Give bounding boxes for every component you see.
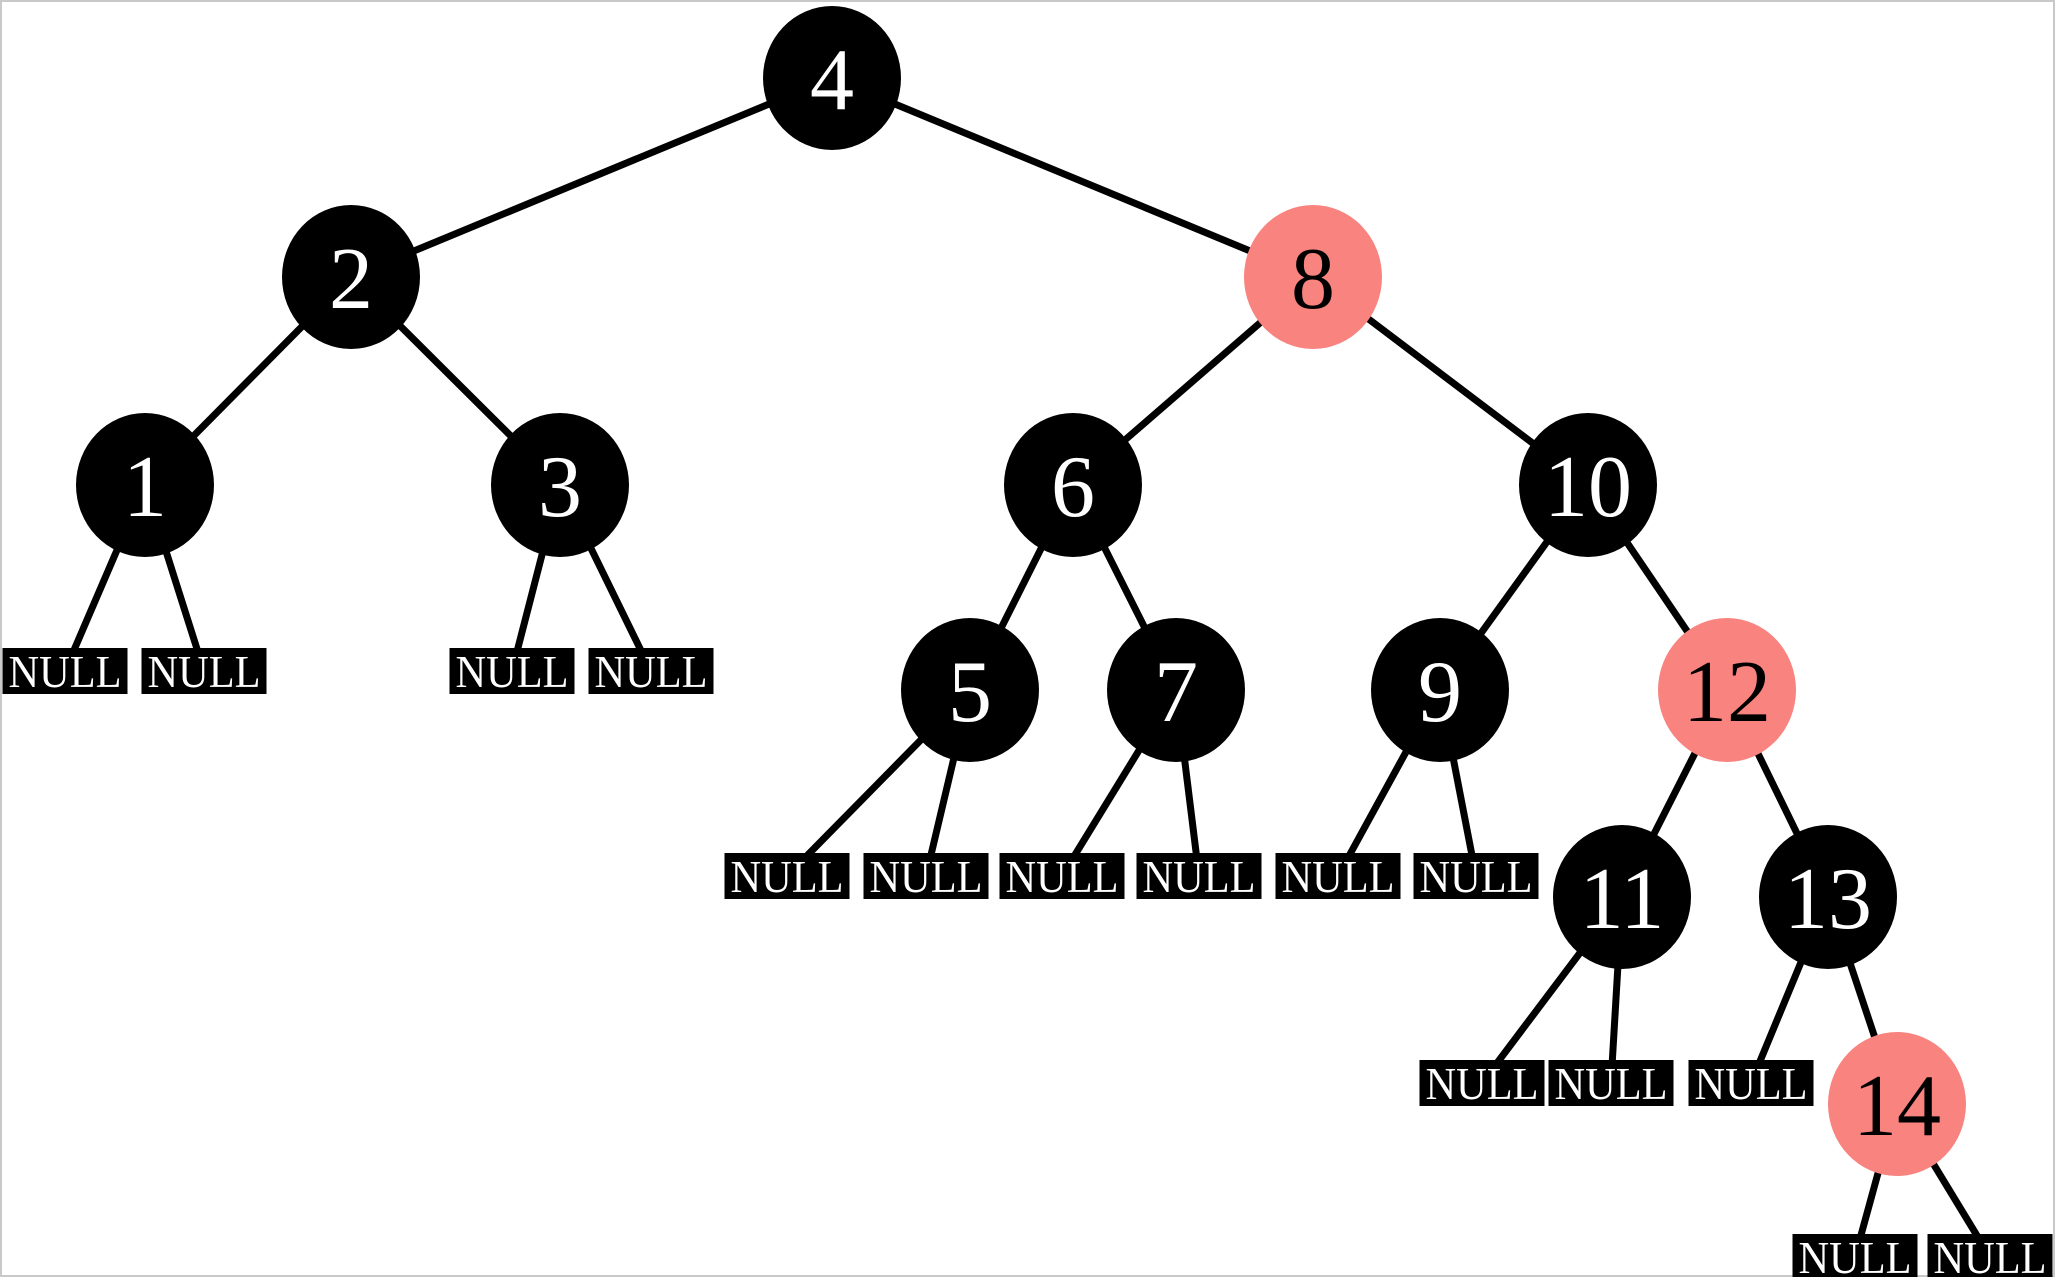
tree-node-4: 4	[763, 6, 901, 150]
node-value-12: 12	[1683, 644, 1771, 741]
null-box-null-9-r	[1413, 853, 1539, 899]
null-label-null-3-l: NULL	[456, 646, 569, 697]
tree-node-1: 1	[76, 413, 214, 557]
null-label-null-7-l: NULL	[1006, 851, 1119, 902]
node-circle-6	[1004, 413, 1142, 557]
null-leaf-null-9-l: NULL	[1275, 851, 1401, 902]
node-circle-11	[1553, 825, 1691, 969]
null-label-null-14-l: NULL	[1799, 1232, 1912, 1277]
null-leaf-null-1-r: NULL	[141, 646, 267, 697]
node-value-10: 10	[1544, 439, 1632, 536]
node-value-14: 14	[1853, 1058, 1941, 1155]
null-box-null-11-r	[1548, 1060, 1674, 1106]
null-label-null-5-r: NULL	[870, 851, 983, 902]
null-box-null-7-r	[1136, 853, 1262, 899]
node-value-4: 4	[810, 32, 854, 129]
null-box-null-3-r	[588, 648, 714, 694]
null-label-null-3-r: NULL	[595, 646, 708, 697]
null-leaf-null-14-l: NULL	[1792, 1232, 1918, 1277]
null-box-null-5-r	[863, 853, 989, 899]
null-leaves-layer: NULL NULL NULL NULL NULL NULL NULL NULL NULL NULL…	[2, 646, 2053, 1277]
node-value-1: 1	[123, 439, 167, 536]
node-circle-5	[901, 618, 1039, 762]
null-box-null-3-l	[449, 648, 575, 694]
node-circle-10	[1519, 413, 1657, 557]
tree-node-6: 6	[1004, 413, 1142, 557]
null-box-null-7-l	[999, 853, 1125, 899]
tree-node-8: 8	[1244, 205, 1382, 349]
tree-node-11: 11	[1553, 825, 1691, 969]
null-label-null-9-l: NULL	[1282, 851, 1395, 902]
null-box-null-11-l	[1419, 1060, 1545, 1106]
null-label-null-7-r: NULL	[1143, 851, 1256, 902]
null-leaf-null-5-r: NULL	[863, 851, 989, 902]
node-value-9: 9	[1418, 644, 1462, 741]
tree-node-7: 7	[1107, 618, 1245, 762]
null-leaf-null-11-l: NULL	[1419, 1058, 1545, 1109]
edge-4-8	[830, 74, 1315, 281]
null-box-null-1-l	[2, 648, 128, 694]
tree-node-2: 2	[282, 205, 420, 349]
null-label-null-13-l: NULL	[1695, 1058, 1808, 1109]
null-box-null-14-r	[1927, 1234, 2053, 1277]
null-leaf-null-7-r: NULL	[1136, 851, 1262, 902]
node-circle-7	[1107, 618, 1245, 762]
node-value-2: 2	[329, 231, 373, 328]
null-label-null-5-l: NULL	[731, 851, 844, 902]
null-leaf-null-3-r: NULL	[588, 646, 714, 697]
node-circle-8	[1244, 205, 1382, 349]
node-value-6: 6	[1051, 439, 1095, 536]
node-circle-9	[1371, 618, 1509, 762]
node-value-8: 8	[1291, 231, 1335, 328]
node-circle-4	[763, 6, 901, 150]
node-value-7: 7	[1154, 644, 1198, 741]
tree-node-13: 13	[1759, 825, 1897, 969]
null-label-null-9-r: NULL	[1420, 851, 1533, 902]
node-value-3: 3	[538, 439, 582, 536]
tree-node-5: 5	[901, 618, 1039, 762]
node-value-13: 13	[1784, 851, 1872, 948]
node-circle-12	[1658, 618, 1796, 762]
null-box-null-14-l	[1792, 1234, 1918, 1277]
node-circle-13	[1759, 825, 1897, 969]
null-leaf-null-1-l: NULL	[2, 646, 128, 697]
node-value-5: 5	[948, 644, 992, 741]
null-label-null-11-l: NULL	[1426, 1058, 1539, 1109]
node-value-11: 11	[1580, 851, 1665, 948]
node-circle-14	[1828, 1032, 1966, 1176]
null-leaf-null-14-r: NULL	[1927, 1232, 2053, 1277]
null-leaf-null-5-l: NULL	[724, 851, 850, 902]
null-leaf-null-9-r: NULL	[1413, 851, 1539, 902]
null-leaf-null-7-l: NULL	[999, 851, 1125, 902]
null-box-null-9-l	[1275, 853, 1401, 899]
node-circle-1	[76, 413, 214, 557]
node-circle-2	[282, 205, 420, 349]
null-box-null-13-l	[1688, 1060, 1814, 1106]
null-label-null-14-r: NULL	[1934, 1232, 2047, 1277]
null-leaf-null-13-l: NULL	[1688, 1058, 1814, 1109]
null-label-null-11-r: NULL	[1555, 1058, 1668, 1109]
null-label-null-1-r: NULL	[148, 646, 261, 697]
tree-node-14: 14	[1828, 1032, 1966, 1176]
null-leaf-null-11-r: NULL	[1548, 1058, 1674, 1109]
tree-node-9: 9	[1371, 618, 1509, 762]
tree-node-3: 3	[491, 413, 629, 557]
null-box-null-1-r	[141, 648, 267, 694]
edge-4-2	[349, 74, 834, 281]
tree-node-10: 10	[1519, 413, 1657, 557]
node-circle-3	[491, 413, 629, 557]
null-leaf-null-3-l: NULL	[449, 646, 575, 697]
null-label-null-1-l: NULL	[9, 646, 122, 697]
null-box-null-5-l	[724, 853, 850, 899]
tree-node-12: 12	[1658, 618, 1796, 762]
